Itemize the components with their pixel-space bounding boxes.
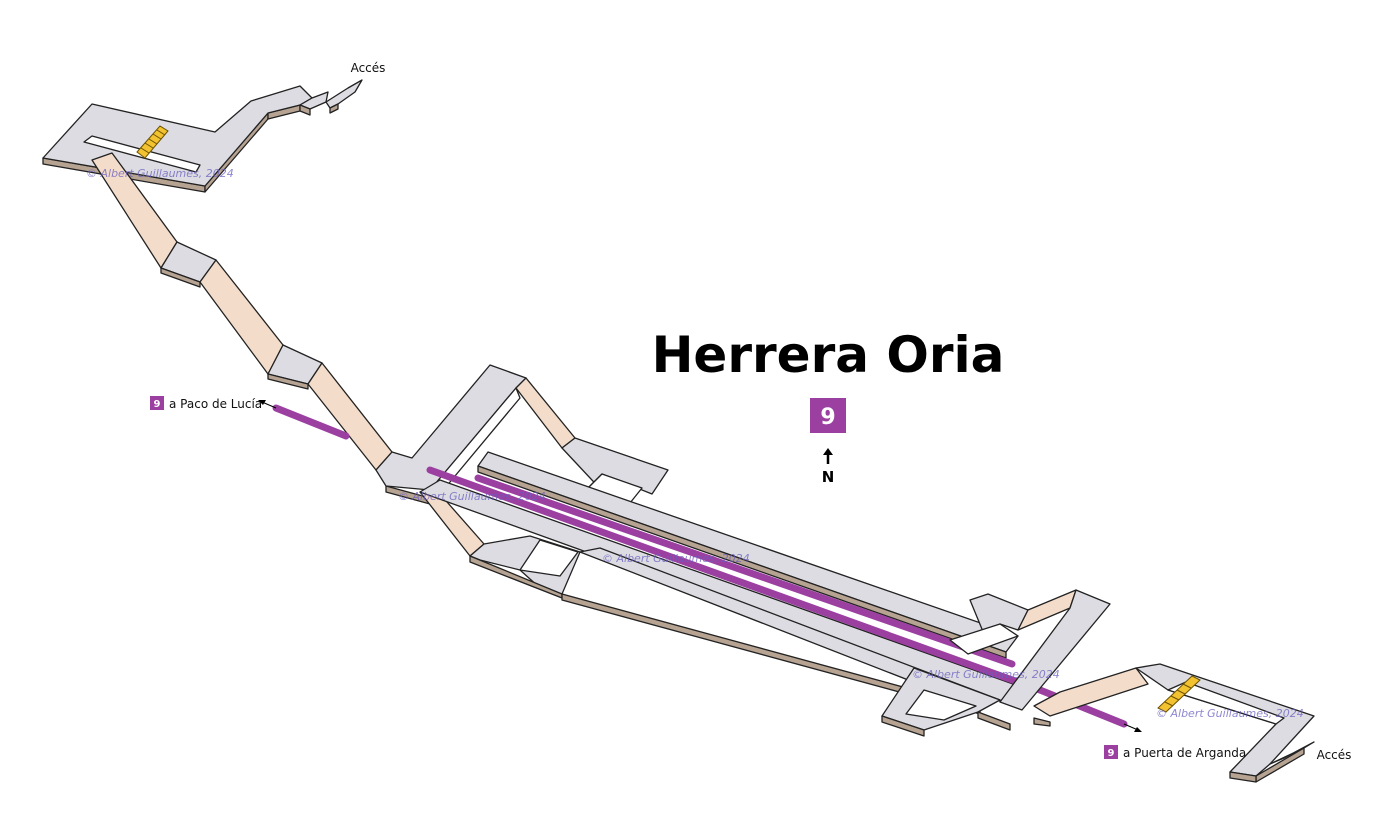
west-direction-arrow xyxy=(258,400,277,409)
line-badge-west xyxy=(150,396,164,410)
exit-label-nw: Accés xyxy=(351,61,386,75)
line-badge-west-number: 9 xyxy=(154,399,161,410)
southeast-access xyxy=(1135,663,1315,783)
east-hall xyxy=(881,589,1149,737)
watermark: © Albert Guillaumes, 2024 xyxy=(398,490,546,503)
watermark: © Albert Guillaumes, 2024 xyxy=(602,552,750,565)
west-hall xyxy=(375,364,669,599)
escalator-nw xyxy=(136,125,169,159)
watermark: © Albert Guillaumes, 2024 xyxy=(86,167,234,180)
watermark: © Albert Guillaumes, 2024 xyxy=(1156,707,1304,720)
direction-label-east: a Puerta de Arganda xyxy=(1123,746,1246,760)
east-direction-arrow xyxy=(1123,723,1142,732)
line-badge-large-number: 9 xyxy=(820,405,835,430)
track-approach-west xyxy=(272,404,350,440)
exit-label-se: Accés xyxy=(1317,748,1352,762)
station-title: Herrera Oria xyxy=(652,326,1005,384)
track-north xyxy=(474,474,1016,668)
line-badge-east xyxy=(1104,745,1118,759)
descending-corridor xyxy=(91,152,393,471)
escalator-se xyxy=(1157,675,1201,713)
line-badge-east-number: 9 xyxy=(1108,748,1115,759)
watermark: © Albert Guillaumes, 2024 xyxy=(912,668,1060,681)
arrow-up-icon xyxy=(823,448,833,464)
north-label: N xyxy=(822,468,835,486)
track-south xyxy=(426,466,1044,694)
direction-label-west: a Paco de Lucía xyxy=(169,397,262,411)
platform xyxy=(419,451,1031,715)
access-stub-nw xyxy=(325,79,363,109)
line-badge-large xyxy=(810,398,846,433)
